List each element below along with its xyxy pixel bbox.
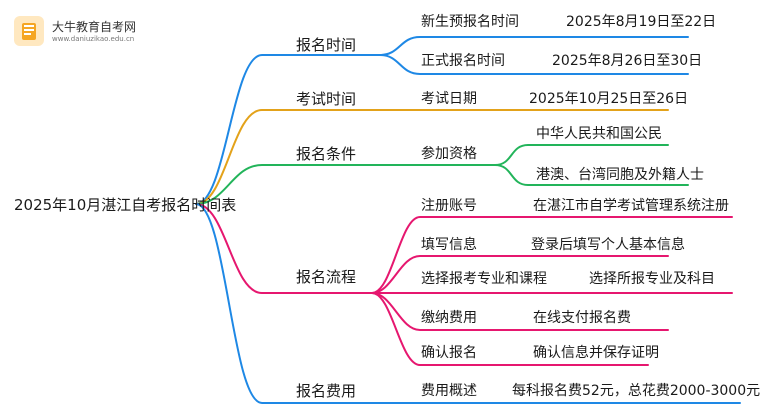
node-item: 确认报名	[421, 345, 477, 361]
node-detail: 登录后填写个人基本信息	[531, 237, 685, 253]
branch-connector	[195, 203, 381, 404]
node-detail: 中华人民共和国公民	[536, 126, 662, 142]
node-detail: 在湛江市自学考试管理系统注册	[533, 198, 729, 214]
node-detail: 每科报名费52元，总花费2000-3000元	[512, 383, 760, 399]
node-item: 参加资格	[421, 146, 477, 162]
branch-label: 考试时间	[296, 90, 357, 108]
branch-label: 报名条件	[296, 145, 357, 163]
node-item: 费用概述	[421, 383, 477, 399]
branch-connector	[195, 164, 381, 205]
node-item: 缴纳费用	[421, 310, 477, 326]
branch-label: 报名流程	[296, 268, 357, 286]
branch-connector	[195, 109, 381, 205]
logo-url: www.daniuzikao.edu.cn	[52, 35, 135, 43]
node-detail: 确认信息并保存证明	[533, 345, 659, 361]
node-detail: 2025年10月25日至26日	[529, 91, 689, 107]
item-connector	[379, 36, 689, 56]
item-connector	[379, 54, 689, 75]
item-connector	[371, 216, 733, 294]
logo-name: 大牛教育自考网	[52, 20, 137, 34]
node-item: 选择报考专业和课程	[421, 271, 547, 287]
branch-label: 报名时间	[296, 36, 357, 54]
detail-connector	[494, 164, 689, 186]
node-detail: 2025年8月19日至22日	[566, 14, 717, 30]
node-item: 正式报名时间	[421, 53, 505, 69]
branch-label: 报名费用	[296, 382, 357, 400]
item-connector	[371, 292, 649, 366]
node-detail: 2025年8月26日至30日	[552, 53, 703, 69]
node-detail: 选择所报专业及科目	[589, 271, 715, 287]
node-item: 考试日期	[421, 91, 477, 107]
branch-connector	[195, 54, 381, 205]
node-detail: 在线支付报名费	[533, 310, 631, 326]
node-item: 新生预报名时间	[421, 14, 519, 30]
root-title: 2025年10月湛江自考报名时间表	[14, 196, 237, 214]
node-item: 注册账号	[421, 198, 477, 214]
item-connector	[371, 255, 669, 294]
logo-badge-icon	[14, 16, 44, 46]
node-detail: 港澳、台湾同胞及外籍人士	[536, 167, 704, 183]
logo: 大牛教育自考网 www.daniuzikao.edu.cn	[14, 14, 174, 48]
node-item: 填写信息	[421, 237, 477, 253]
detail-connector	[494, 144, 669, 166]
branch-connector	[195, 203, 373, 294]
